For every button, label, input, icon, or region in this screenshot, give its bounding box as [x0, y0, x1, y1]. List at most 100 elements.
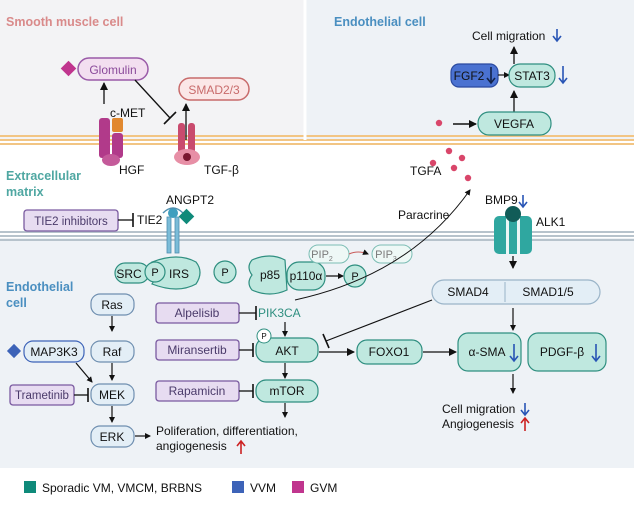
extracellular-title-line2: matrix: [6, 185, 44, 199]
cmet-label: c-MET: [110, 106, 146, 120]
raf-node: [90, 340, 135, 363]
mek-node: [90, 383, 135, 406]
glomulin-marker: [60, 60, 77, 77]
tgfb-receptor: [174, 123, 200, 165]
tgfa-molecules: [429, 119, 472, 182]
rapamicin-label: Rapamicin: [169, 384, 226, 398]
akt-node: [255, 337, 319, 363]
stat3-label: STAT3: [514, 69, 550, 83]
cell-migration-top-down-arrow: [552, 29, 562, 43]
asma-label: α-SMA: [469, 345, 506, 359]
foxo1-node: [356, 339, 423, 365]
p-label-src: P: [151, 267, 158, 279]
glomulin-inhibit-bar: [163, 111, 177, 125]
tgfa-label: TGFA: [410, 164, 441, 178]
glomulin-inhibits-smad-line: [134, 79, 171, 119]
pik3ca-label: PIK3CA: [258, 306, 301, 320]
asma-node: [457, 332, 522, 372]
cell-migration-top-label: Cell migration: [472, 29, 545, 43]
smad-inhibit-bar: [322, 333, 330, 349]
p-node-akt: [256, 328, 272, 344]
p85-label: p85: [260, 268, 280, 282]
raf-label: Raf: [103, 345, 122, 359]
legend-swatch-sporadic: [24, 481, 36, 493]
endothelial-bottom-title-line1: Endothelial: [6, 280, 73, 294]
fgf2-label: FGF2: [454, 69, 485, 83]
paracrine-label: Paracrine: [398, 208, 450, 222]
src-label: SRC: [116, 267, 142, 281]
smad-complex-node: [431, 279, 601, 305]
smad23-label: SMAD2/3: [188, 83, 240, 97]
irs-label: IRS: [169, 267, 189, 281]
vegfa-label: VEGFA: [494, 117, 534, 131]
smad4-label: SMAD4: [447, 285, 489, 299]
alk1-receptor: [494, 206, 532, 254]
bmp9-down-arrow: [518, 195, 528, 209]
glomulin-label: Glomulin: [89, 63, 136, 77]
smooth-muscle-title: Smooth muscle cell: [6, 15, 123, 29]
smad15-label: SMAD1/5: [522, 285, 574, 299]
p-label-akt: P: [261, 332, 266, 341]
angiogenesis-bottom-label: Angiogenesis: [442, 417, 514, 431]
pip2-label: PIP2: [311, 249, 333, 263]
foxo1-label: FOXO1: [369, 345, 410, 359]
fgf2-down-arrow: [486, 67, 496, 85]
angpt2-label: ANGPT2: [166, 193, 214, 207]
asma-down-arrow: [509, 344, 519, 363]
erk-node: [90, 425, 135, 448]
legend-swatch-gvm: [292, 481, 304, 493]
ras-label: Ras: [101, 298, 122, 312]
map3k3-node: [23, 340, 85, 363]
alk1-label: ALK1: [536, 215, 566, 229]
tie2-inhibitors-label: TIE2 inhibitors: [34, 216, 108, 228]
pip2-to-pip3-arrow: [348, 249, 369, 255]
outcome-line2: angiogenesis: [156, 439, 227, 453]
miransertib-label: Miransertib: [167, 343, 227, 357]
p-node-irs: [213, 260, 237, 284]
cell-migration-bottom-label: Cell migration: [442, 402, 515, 416]
p-label-irs: P: [221, 267, 228, 279]
alpelisib-label: Alpelisib: [175, 306, 220, 320]
hgf-label: HGF: [119, 163, 144, 177]
endothelial-top-title: Endothelial cell: [334, 15, 426, 29]
tgfb-label: TGF-β: [204, 163, 239, 177]
p110a-label: p110α: [290, 269, 323, 283]
ras-node: [90, 293, 135, 316]
mtor-node: [255, 379, 319, 403]
legend-label-gvm: GVM: [310, 481, 337, 495]
pdgfb-label: PDGF-β: [540, 345, 584, 359]
legend-label-sporadic: Sporadic VM, VMCM, BRBNS: [42, 481, 202, 495]
endothelial-bottom-title-line2: cell: [6, 296, 27, 310]
pip3-label: PIP3: [375, 249, 397, 263]
map3k3-label: MAP3K3: [30, 345, 78, 359]
trametinib-label: Trametinib: [15, 390, 69, 402]
legend-label-vvm: VVM: [250, 481, 276, 495]
tie2-receptor: [162, 207, 184, 254]
legend-swatch-vvm: [232, 481, 244, 493]
paracrine-arrow: [294, 189, 471, 301]
p-node-src: [144, 261, 166, 283]
outcome-up-arrow: [236, 439, 246, 454]
pdgfb-node: [527, 332, 607, 372]
akt-label: AKT: [275, 344, 299, 358]
tie2-label: TIE2: [137, 213, 163, 227]
mek-label: MEK: [99, 388, 125, 402]
smad-inhibits-akt-line: [325, 299, 433, 342]
angpt2-marker: [178, 208, 195, 225]
extracellular-title-line1: Extracellular: [6, 169, 81, 183]
smooth-muscle-panel: [0, 0, 305, 140]
smad23-node: [178, 77, 250, 101]
map3k3-marker: [6, 343, 22, 359]
mtor-label: mTOR: [269, 384, 304, 398]
vegfa-node: [477, 111, 552, 136]
legend: Sporadic VM, VMCM, BRBNS VVM GVM: [24, 481, 337, 495]
cmet-receptor: [99, 118, 123, 166]
cell-migration-bottom-down-arrow: [520, 403, 530, 417]
p-label-pip: P: [351, 271, 358, 283]
erk-label: ERK: [100, 430, 125, 444]
bmp9-label: BMP9: [485, 193, 518, 207]
glomulin-node: [77, 57, 149, 81]
stat3-down-arrow: [558, 66, 568, 85]
